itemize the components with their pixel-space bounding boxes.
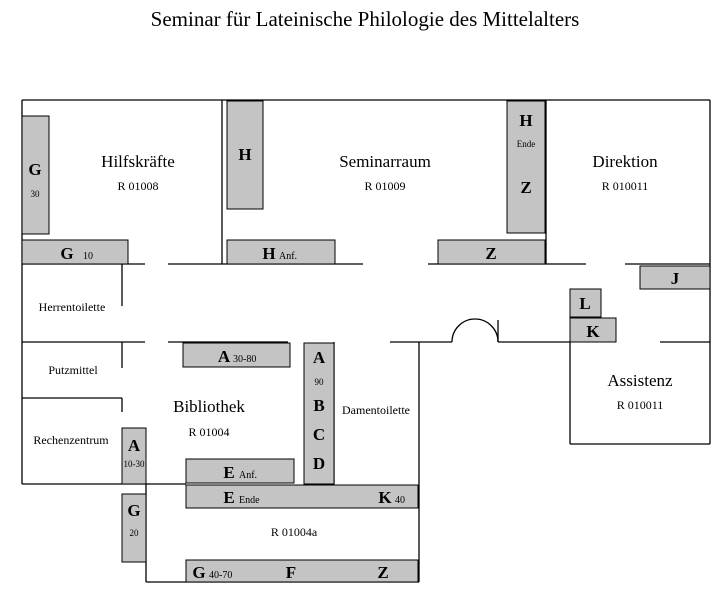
room-name-bibliothek: Bibliothek <box>173 397 245 416</box>
room-name-seminarraum: Seminarraum <box>339 152 431 171</box>
room-name-hilfskraefte: Hilfskräfte <box>101 152 175 171</box>
shelf-sub: 90 <box>315 377 325 387</box>
shelf-sub-g: 40-70 <box>209 570 232 581</box>
shelf-label: L <box>579 294 590 313</box>
shelf-sub: 10 <box>83 251 93 262</box>
shelf-label: H <box>238 145 251 164</box>
room-number-direktion: R 010011 <box>602 179 649 193</box>
shelf-sub: Anf. <box>279 251 297 262</box>
shelf-h-top: H <box>226 100 264 210</box>
shelf-label-d: D <box>313 454 325 473</box>
room-name-rechenzentrum: Rechenzentrum <box>33 433 109 447</box>
shelf-h-ende-z: H Ende Z <box>506 100 546 234</box>
shelf-k: K <box>569 317 617 343</box>
shelf-sub-e: Ende <box>239 495 260 506</box>
page-title: Seminar für Lateinische Philologie des M… <box>151 7 580 31</box>
shelf-l: L <box>569 288 602 318</box>
room-number-hilfskraefte: R 01008 <box>117 179 158 193</box>
room-number-assistenz: R 010011 <box>617 398 664 412</box>
shelf-label-c: C <box>313 425 325 444</box>
room-number-bibliothek-a: R 01004a <box>271 525 318 539</box>
shelf-label: G <box>127 501 140 520</box>
shelf-sub: Ende <box>517 139 536 149</box>
room-name-direktion: Direktion <box>592 152 658 171</box>
room-number-bibliothek: R 01004 <box>188 425 229 439</box>
shelf-label: A <box>218 347 231 366</box>
shelf-g20: G 20 <box>121 493 147 563</box>
room-name-herrentoilette: Herrentoilette <box>39 300 106 314</box>
shelf-label-b: B <box>313 396 324 415</box>
shelf-label-g: G <box>192 563 205 582</box>
shelf-label: K <box>586 322 600 341</box>
shelf-g30: G 30 <box>21 115 50 235</box>
shelf-a-10-30: A 10-30 <box>121 427 147 485</box>
shelf-label-k: K <box>378 488 392 507</box>
shelf-label-bottom: Z <box>520 178 531 197</box>
shelf-label: Z <box>485 244 496 263</box>
shelf-z-seminar: Z <box>437 239 546 265</box>
shelf-sub: 30 <box>31 189 41 199</box>
room-name-damentoilette: Damentoilette <box>342 403 410 417</box>
shelf-label-z: Z <box>377 563 388 582</box>
shelf-label-f: F <box>286 563 296 582</box>
room-name-putzmittel: Putzmittel <box>48 363 98 377</box>
shelf-label: J <box>671 269 680 288</box>
shelf-label-e: E <box>223 488 234 507</box>
shelf-g10: G 10 <box>21 239 129 265</box>
room-number-seminarraum: R 01009 <box>364 179 405 193</box>
shelf-label: G <box>60 244 73 263</box>
shelf-j: J <box>639 265 711 290</box>
shelf-g-f-z: G 40-70 F Z <box>185 559 419 583</box>
shelf-a-b-c-d: A 90 B C D <box>303 342 335 485</box>
room-name-assistenz: Assistenz <box>607 371 673 390</box>
shelf-sub: 30-80 <box>233 354 256 365</box>
shelf-h-anf: H Anf. <box>226 239 336 265</box>
shelf-label-top: H <box>519 111 532 130</box>
shelf-e-anf: E Anf. <box>185 458 295 484</box>
shelf-sub-k: 40 <box>395 495 405 506</box>
shelf-label-a: A <box>313 348 326 367</box>
shelf-sub: 20 <box>130 528 140 538</box>
shelf-label: E <box>223 463 234 482</box>
shelf-label: G <box>28 160 41 179</box>
shelf-label: H <box>262 244 275 263</box>
shelf-sub: Anf. <box>239 470 257 481</box>
shelf-sub: 10-30 <box>124 459 145 469</box>
shelf-a-30-80: A 30-80 <box>182 342 291 368</box>
shelf-label: A <box>128 436 141 455</box>
shelf-e-ende-k40: E Ende K 40 <box>185 484 419 509</box>
